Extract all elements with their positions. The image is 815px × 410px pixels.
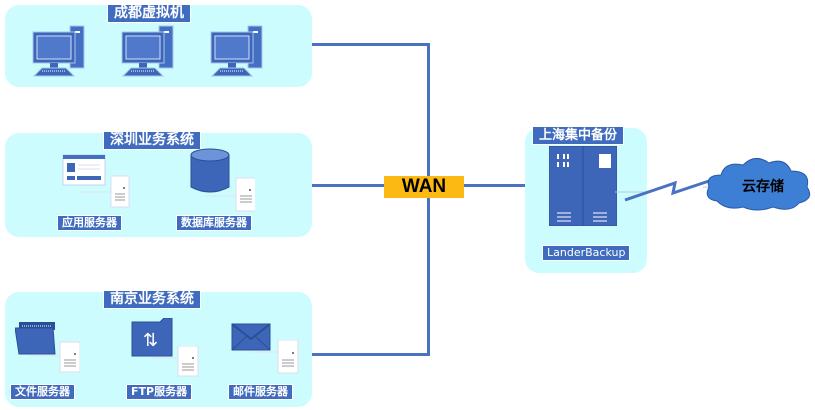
server-tower-icon [30,341,80,373]
device-label-landerbackup: LanderBackup [542,245,631,261]
wire-shanghai [430,184,550,187]
server-tower-icon [250,340,299,374]
svg-text:⇅: ⇅ [143,330,158,351]
folder-icon [15,322,56,355]
wan-label: WAN [384,176,464,198]
wire-nanjing [312,353,430,356]
computer-icon [32,25,85,77]
server-tower-icon [80,175,130,208]
wire-backbone [427,43,430,356]
server-label-mail: 邮件服务器 [228,384,293,400]
application-window-icon [62,154,106,186]
cloud-label: 云存储 [742,179,784,195]
ftp-folder-icon: ⇅ [131,318,173,357]
wire-chengdu [312,43,430,46]
mail-envelope-icon [231,323,271,351]
backup-server-rack-icon [549,146,617,226]
panel-title-shenzhen: 深圳业务系统 [103,131,201,150]
cloud-storage-icon [706,158,811,211]
panel-title-chengdu: 成都虚拟机 [107,4,191,23]
server-label-application: 应用服务器 [57,215,122,231]
server-label-file: 文件服务器 [10,384,75,400]
server-tower-icon [152,346,199,377]
server-label-database: 数据库服务器 [176,215,252,231]
panel-title-nanjing: 南京业务系统 [103,290,201,309]
computer-icon [121,25,174,77]
computer-icon [210,25,263,77]
panel-title-shanghai: 上海集中备份 [532,126,625,145]
wire-shenzhen [312,184,430,187]
database-icon [190,148,230,193]
server-label-ftp: FTP服务器 [126,384,193,400]
server-tower-icon [205,177,255,212]
panel-shenzhen [5,133,312,237]
